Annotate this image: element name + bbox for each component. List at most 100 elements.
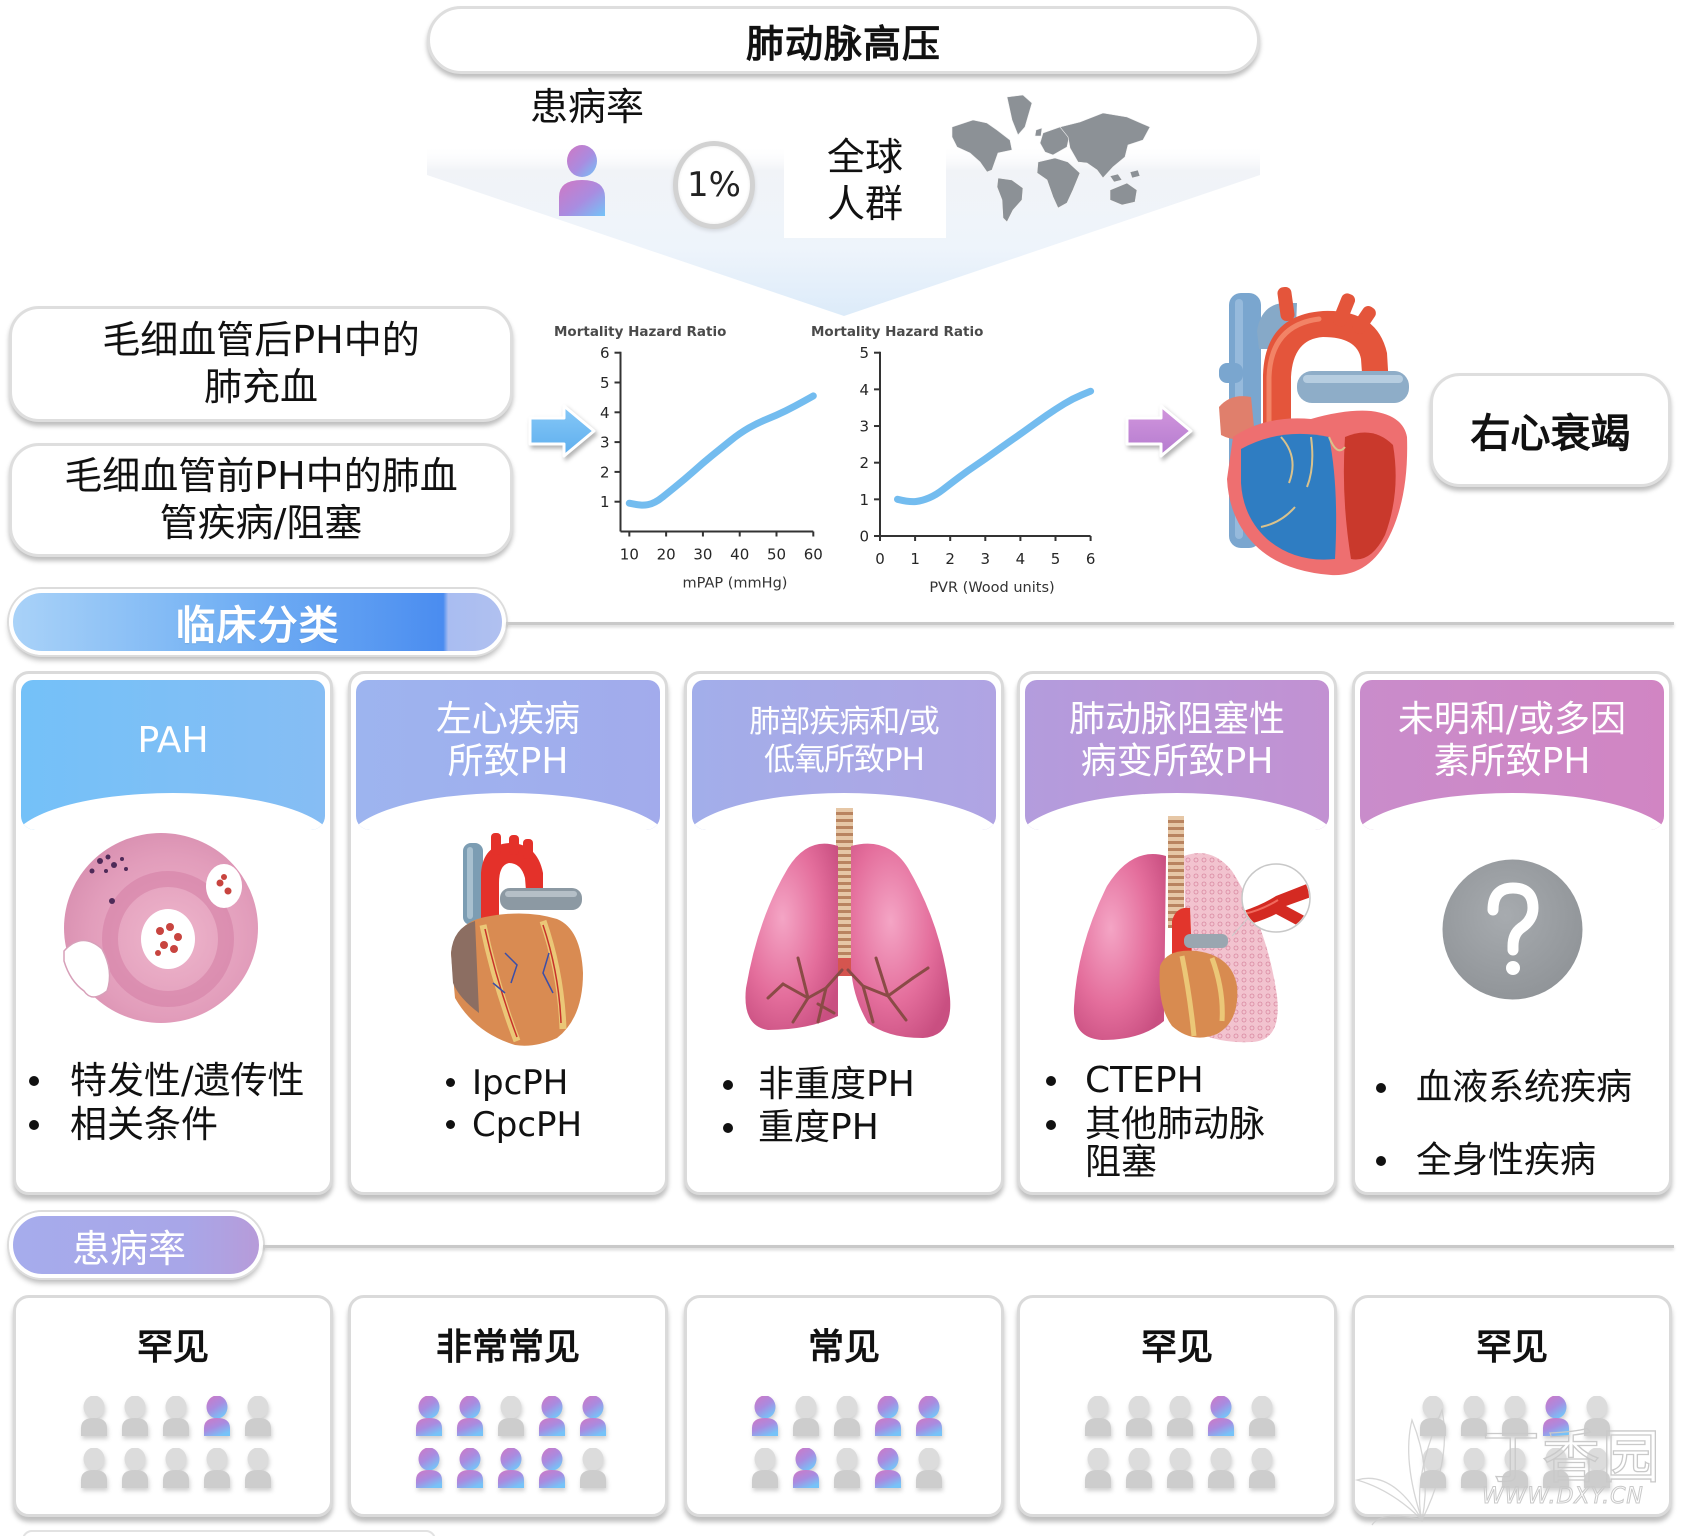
y-tick-label: 3 [859, 418, 869, 436]
person-icon-unaffected [834, 1396, 860, 1436]
y-tick-label: 5 [600, 374, 610, 392]
y-tick-label: 4 [859, 381, 869, 399]
y-tick-label: 1 [600, 493, 610, 511]
prevalence-icon-grid [80, 1396, 272, 1490]
x-tick-label: 60 [804, 546, 823, 564]
card-header: PAH [21, 680, 325, 830]
outcome-box: 右心衰竭 [1430, 373, 1671, 487]
card-header: 未明和/或多因 素所致PH [1360, 680, 1664, 830]
prevalence-level: 罕见 [1140, 1327, 1213, 1368]
group-card-pah: PAH 特发性/遗传性 相关条件 [13, 671, 333, 1195]
person-icon-unaffected [498, 1396, 524, 1436]
y-tick-label: 4 [600, 404, 610, 422]
prevalence-level: 罕见 [1475, 1327, 1548, 1368]
bullet-dot [1046, 1076, 1056, 1086]
bullet-text: CpcPH [472, 1105, 583, 1145]
bullet-dot [723, 1080, 733, 1090]
population-label-box: 全球 人群 [784, 124, 946, 238]
card-title: PAH [137, 720, 209, 761]
chart-series-line [625, 392, 817, 509]
x-tick-label: 20 [657, 546, 676, 564]
x-tick-label: 5 [1051, 550, 1061, 568]
group-card-unclear-multifactorial: 未明和/或多因 素所致PH 血液系统疾病 全身性疾病 [1352, 671, 1672, 1195]
prevalence-label: 患病率 [530, 85, 645, 129]
person-icon-unaffected [1584, 1448, 1610, 1488]
card-title: 低氧所致PH [763, 742, 925, 778]
section-divider [263, 1245, 1674, 1248]
prevalence-icon-grid [415, 1396, 607, 1490]
person-icon-affected [539, 1396, 565, 1436]
person-icon-unaffected [580, 1448, 606, 1488]
x-tick-label: 4 [1016, 550, 1026, 568]
prevalence-card-pa-obstruction: 罕见 [1017, 1295, 1337, 1517]
watermark-url: WWW.DXY.CN [1482, 1484, 1644, 1510]
x-tick-label: 40 [730, 546, 749, 564]
chart-series-line [894, 387, 1095, 506]
person-icon-unaffected [752, 1448, 778, 1488]
person-icon-affected [539, 1448, 565, 1488]
person-icon-unaffected [1085, 1448, 1111, 1488]
person-icon-unaffected [1502, 1396, 1528, 1436]
person-icon-unaffected [1543, 1448, 1569, 1488]
cause-box-postcapillary: 毛细血管后PH中的 肺充血 [9, 306, 513, 422]
lungs-image [745, 808, 951, 1038]
person-icon-unaffected [122, 1396, 148, 1436]
population-line-2: 人群 [826, 182, 903, 226]
question-mark-icon [1442, 859, 1583, 1000]
heart-exterior-image [451, 833, 583, 1046]
group-card-pa-obstruction: 肺动脉阻塞性 病变所致PH [1017, 671, 1337, 1195]
card-title: 肺动脉阻塞性 [1068, 699, 1285, 740]
person-icon-unaffected [245, 1448, 271, 1488]
bullet-text: 相关条件 [70, 1103, 218, 1146]
prevalence-icon-grid [751, 1396, 943, 1490]
x-tick-label: 3 [981, 550, 991, 568]
bullet-dot [723, 1123, 733, 1133]
bullet-text: 全身性疾病 [1416, 1140, 1597, 1181]
chart-x-axis-title: PVR (Wood units) [929, 580, 1054, 596]
card-title: 肺部疾病和/或 [749, 704, 939, 740]
x-tick-label: 6 [1086, 550, 1096, 568]
outcome-label: 右心衰竭 [1470, 411, 1631, 457]
y-tick-label: 5 [859, 344, 869, 362]
person-icon-affected [1543, 1396, 1569, 1436]
prevalence-level: 常见 [807, 1327, 880, 1368]
card-header: 左心疾病 所致PH [356, 680, 660, 830]
person-icon-affected [457, 1448, 483, 1488]
cause-line: 毛细血管后PH中的 [102, 318, 420, 362]
lung-histology-image [63, 833, 258, 1023]
bullet-dot [29, 1076, 39, 1086]
bullet-dot [1046, 1120, 1056, 1130]
person-icon-affected [875, 1396, 901, 1436]
page-title: 肺动脉高压 [745, 21, 941, 66]
person-icon-unaffected [1249, 1396, 1275, 1436]
y-tick-label: 3 [600, 434, 610, 452]
title-banner: 肺动脉高压 [427, 6, 1260, 74]
cause-box-precapillary: 毛细血管前PH中的肺血 管疾病/阻塞 [9, 443, 513, 557]
lungs-with-thrombus-image [1073, 816, 1311, 1043]
cause-line: 管疾病/阻塞 [159, 501, 363, 545]
bullet-dot [29, 1120, 39, 1130]
person-icon-affected [793, 1448, 819, 1488]
prevalence-level: 罕见 [136, 1327, 209, 1368]
bullet-dot [446, 1078, 455, 1087]
watermark-flower-icon [1354, 1407, 1446, 1526]
person-icon-unaffected [163, 1448, 189, 1488]
person-icon-unaffected [81, 1448, 107, 1488]
prevalence-card-pah: 罕见 [13, 1295, 333, 1517]
y-tick-label: 0 [859, 528, 869, 546]
person-icon-unaffected [1584, 1396, 1610, 1436]
person-icon-affected [1208, 1396, 1234, 1436]
person-icon-unaffected [1085, 1396, 1111, 1436]
person-icon-affected [916, 1396, 942, 1436]
y-tick-label: 1 [859, 491, 869, 509]
bullet-text: 非重度PH [758, 1064, 915, 1105]
card-title: 素所致PH [1433, 741, 1591, 782]
prevalence-card-left-heart: 非常常见 [348, 1295, 668, 1517]
person-icon-unaffected [1126, 1448, 1152, 1488]
card-header: 肺部疾病和/或 低氧所致PH [692, 680, 996, 830]
person-icon [559, 145, 605, 216]
arrow-right-icon [528, 404, 596, 458]
